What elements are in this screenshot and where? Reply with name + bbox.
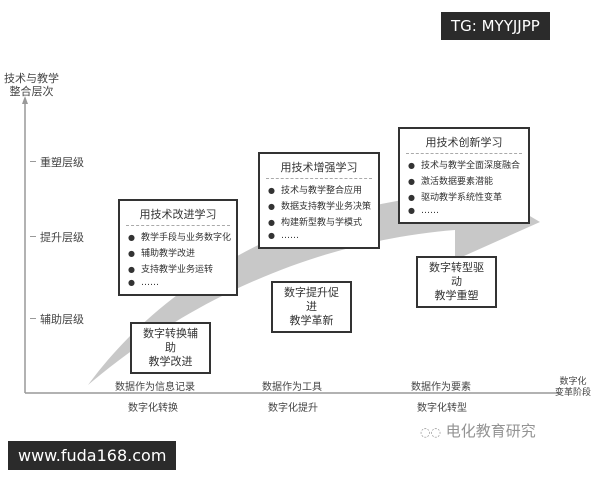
level-reshape: 重塑层级 (40, 156, 84, 169)
stage-1: 数字化转换 (128, 403, 178, 414)
growth-arrow (88, 172, 540, 385)
box-title: 用技术改进学习 (126, 201, 230, 226)
watermark-bottom: www.fuda168.com (8, 441, 177, 470)
stage-2: 数字化提升 (268, 403, 318, 414)
level-assist: 辅助层级 (40, 313, 84, 326)
box-title: 用技术增强学习 (266, 154, 372, 179)
box-innovate-learning: 用技术创新学习 技术与教学全面深度融合激活数据要素潜能驱动教学系统性变革…… (398, 127, 530, 224)
box-enhance-learning: 用技术增强学习 技术与教学整合应用数据支持教学业务决策构建新型教与学模式…… (258, 152, 380, 249)
y-axis-title: 技术与教学整合层次 (4, 72, 59, 98)
box-improve-learning: 用技术改进学习 教学手段与业务数字化辅助教学改进支持教学业务运转…… (118, 199, 238, 296)
level-enhance: 提升层级 (40, 231, 84, 244)
summary-transform: 数字转型驱动教学重塑 (416, 256, 497, 308)
watermark-top: TG: MYYJJPP (441, 12, 550, 40)
x-axis-title: 数字化变革阶段 (555, 377, 592, 398)
data-role-3: 数据作为要素 (411, 382, 471, 393)
source-watermark: ◌◌ 电化教育研究 (420, 422, 536, 440)
summary-convert: 数字转换辅助教学改进 (130, 322, 211, 374)
data-role-2: 数据作为工具 (262, 382, 322, 393)
y-axis-arrow-icon (22, 96, 28, 104)
wechat-icon: ◌◌ (420, 425, 441, 439)
box-title: 用技术创新学习 (406, 129, 522, 154)
data-role-1: 数据作为信息记录 (115, 382, 195, 393)
stage-3: 数字化转型 (417, 403, 467, 414)
summary-upgrade: 数字提升促进教学革新 (271, 281, 352, 333)
